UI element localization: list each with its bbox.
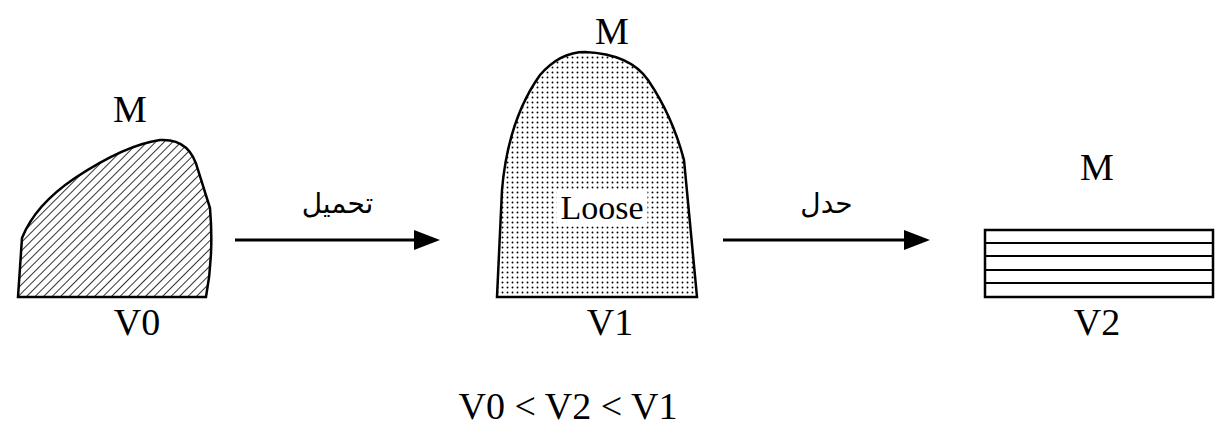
layer-line — [985, 242, 1213, 244]
arrow-shaft — [723, 239, 904, 242]
layer-line — [985, 269, 1213, 271]
quantity-label: V0 — [114, 302, 160, 344]
arrow-shaft — [235, 239, 414, 242]
process-label: حدل — [800, 187, 852, 221]
layer-block — [985, 230, 1213, 297]
process-arrow — [235, 230, 440, 250]
process-label: تحميل — [302, 187, 374, 221]
layer-line — [985, 282, 1213, 284]
quantity-label: V2 — [1074, 302, 1120, 344]
compacted-soil: M V2 — [981, 140, 1217, 345]
relation-note: V0 < V2 < V1 — [459, 384, 678, 428]
soil-bank: M V0 — [14, 85, 214, 345]
quantity-label: V1 — [587, 302, 633, 344]
arrow-head — [904, 230, 930, 250]
quantity-label: M — [595, 11, 629, 53]
layer-line — [985, 255, 1213, 257]
state-label: Loose — [556, 189, 647, 226]
hatched-shape — [18, 140, 211, 297]
arrow-head — [414, 230, 440, 250]
process-arrow — [723, 230, 930, 250]
quantity-label: M — [113, 89, 147, 131]
shape-outline — [493, 8, 701, 343]
dotted-shape — [497, 52, 697, 297]
quantity-label: M — [1080, 147, 1114, 189]
loose-soil: M LooseV1 — [493, 8, 701, 343]
